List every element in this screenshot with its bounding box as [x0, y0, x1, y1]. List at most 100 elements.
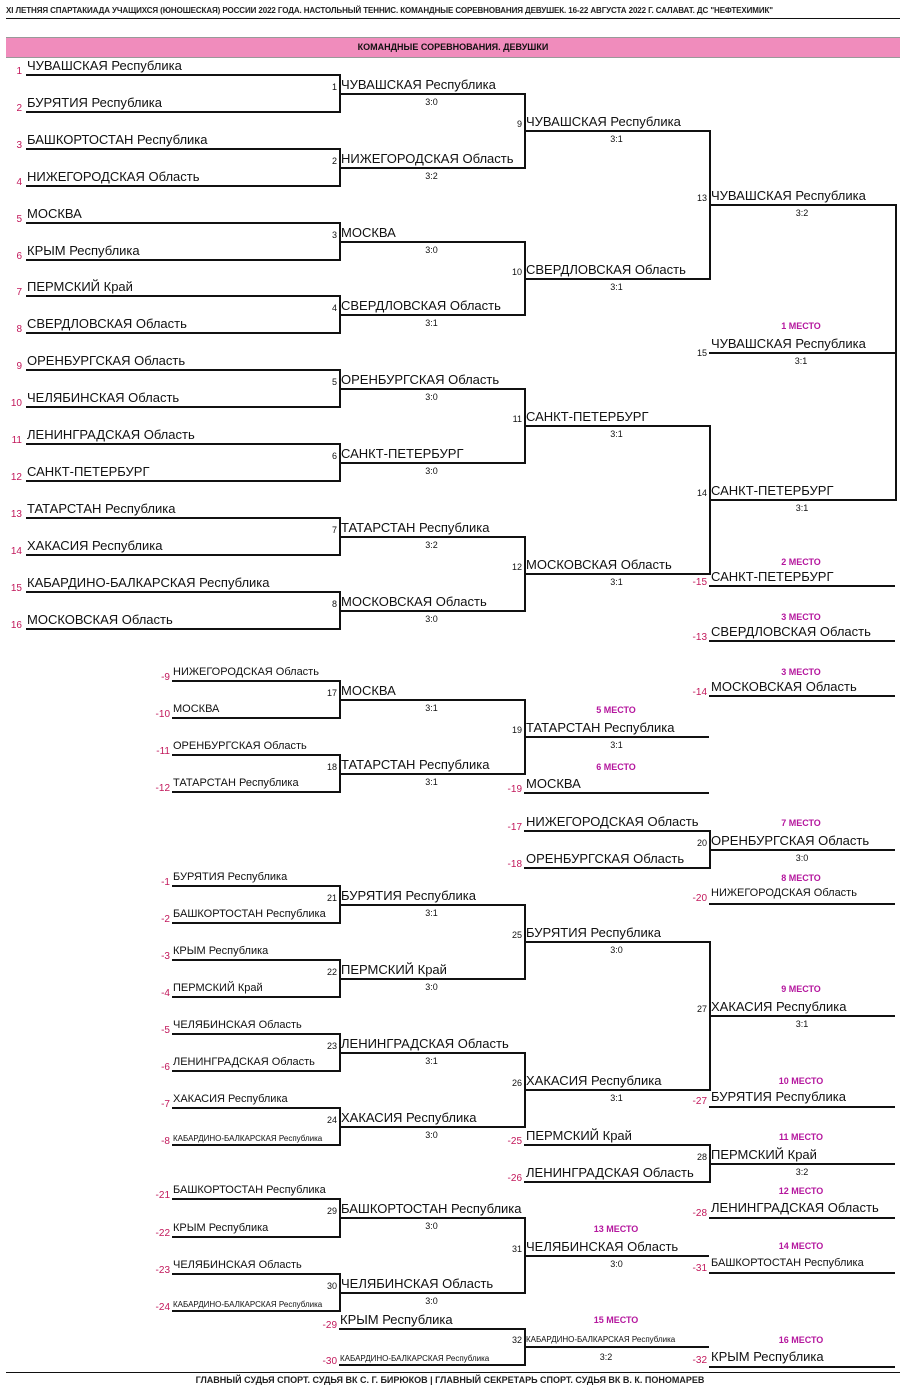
b916-final-match-no: 27 [696, 1004, 707, 1014]
r2-11-out-line [524, 425, 709, 427]
section-title: КОМАНДНЫЕ СОРЕВНОВАНИЯ. ДЕВУШКИ [357, 42, 549, 52]
place-9-label: 9 МЕСТО [781, 984, 821, 994]
r3-13-out-line [709, 204, 895, 206]
b916-r2-25-match-no: 25 [511, 930, 522, 940]
b916-ref: -6 [161, 1062, 170, 1073]
seed-number: 12 [10, 472, 22, 483]
r1-1-match-no: 1 [331, 82, 337, 92]
r3-14-match-no: 14 [696, 488, 707, 498]
place-line [709, 695, 895, 697]
b916-r1-24-winner: ХАКАСИЯ Республика [341, 1110, 477, 1125]
seed-team: КАБАРДИНО-БАЛКАРСКАЯ Республика [27, 575, 270, 590]
b1112-line [524, 1181, 709, 1183]
b916-r1-24-out-line [339, 1126, 524, 1128]
place-team: САНКТ-ПЕТЕРБУРГ [711, 569, 834, 584]
seed-number: 14 [10, 546, 22, 557]
b1516-line [339, 1364, 524, 1366]
b1316-final-winner: ЧЕЛЯБИНСКАЯ Область [526, 1239, 679, 1254]
b58-team: НИЖЕГОРОДСКАЯ Область [173, 666, 319, 678]
r1-7-winner: ТАТАРСТАН Республика [341, 520, 490, 535]
b916-r1-21-winner: БУРЯТИЯ Республика [341, 888, 476, 903]
place-label-3: 3 МЕСТО [781, 612, 821, 622]
seed-team: ПЕРМСКИЙ Край [27, 279, 133, 294]
place-line [709, 585, 895, 587]
seed-team: ОРЕНБУРГСКАЯ Область [27, 353, 186, 368]
r1-4-winner: СВЕРДЛОВСКАЯ Область [341, 298, 501, 313]
b58-line [172, 680, 339, 682]
r2-11-winner: САНКТ-ПЕТЕРБУРГ [526, 409, 649, 424]
b916-r1-21-match-no: 21 [326, 893, 337, 903]
b78-loser-team: НИЖЕГОРОДСКАЯ Область [711, 887, 857, 899]
b78-line [524, 830, 709, 832]
b916-r1-22-match-no: 22 [326, 967, 337, 977]
b916-r2-25-out-line [524, 941, 709, 943]
r3-13-match-no: 13 [696, 193, 707, 203]
b58-s2-score: 3:1 [425, 777, 438, 787]
b1516-ref: -29 [322, 1320, 337, 1331]
b916-loser-ref: -27 [692, 1096, 707, 1107]
seed-line [26, 111, 339, 113]
b1516-loser-team: КРЫМ Республика [711, 1349, 824, 1364]
r2-10-out-line [524, 278, 709, 280]
b1316-team: БАШКОРТОСТАН Республика [173, 1184, 326, 1196]
b916-r1-22-score: 3:0 [425, 982, 438, 992]
b1316-line [172, 1198, 339, 1200]
r1-2-match-no: 2 [331, 156, 337, 166]
b1516-out-line [524, 1346, 709, 1348]
b916-r1-23-winner: ЛЕНИНГРАДСКАЯ Область [341, 1036, 509, 1051]
b916-team: КРЫМ Республика [173, 945, 269, 957]
b1516-match-no: 32 [511, 1335, 522, 1345]
b58-s1-winner: МОСКВА [341, 683, 396, 698]
b1316-loser-line [709, 1272, 895, 1274]
r1-5-match-no: 5 [331, 377, 337, 387]
r1-2-winner: НИЖЕГОРОДСКАЯ Область [341, 151, 514, 166]
b78-final-winner: ОРЕНБУРГСКАЯ Область [711, 833, 870, 848]
b1112-final-match-no: 28 [696, 1152, 707, 1162]
r2-10-score: 3:1 [610, 282, 623, 292]
b78-final-match-no: 20 [696, 838, 707, 848]
b58-s1-out-line [339, 699, 524, 701]
r1-4-score: 3:1 [425, 318, 438, 328]
seed-number: 3 [16, 140, 22, 151]
r2-12-match-no: 12 [511, 562, 522, 572]
b916-loser-team: БУРЯТИЯ Республика [711, 1089, 846, 1104]
final-vline [895, 204, 897, 501]
b58-final-winner: ТАТАРСТАН Республика [526, 720, 675, 735]
b1316-line [172, 1310, 339, 1312]
b1516-score: 3:2 [599, 1352, 613, 1362]
seed-team: МОСКВА [27, 206, 82, 221]
seed-line [26, 554, 339, 556]
b916-r1-23-score: 3:1 [425, 1056, 438, 1066]
r1-5-score: 3:0 [425, 392, 438, 402]
b1112-final-out-line [709, 1163, 895, 1165]
seed-team: СВЕРДЛОВСКАЯ Область [27, 316, 187, 331]
b916-ref: -3 [161, 951, 170, 962]
b1112-final-winner: ПЕРМСКИЙ Край [711, 1147, 817, 1162]
b1516-line [339, 1328, 524, 1330]
place-5-label: 5 МЕСТО [596, 705, 636, 715]
r3-13-winner: ЧУВАШСКАЯ Республика [711, 188, 866, 203]
place-6-label: 6 МЕСТО [596, 762, 636, 772]
seed-line [26, 259, 339, 261]
b1316-s1-out-line [339, 1217, 524, 1219]
seed-line [26, 628, 339, 630]
b58-final-match-no: 19 [511, 725, 522, 735]
b1316-line [172, 1236, 339, 1238]
place-7-label: 7 МЕСТО [781, 818, 821, 828]
b58-final-out-line [524, 736, 709, 738]
seed-line [26, 148, 339, 150]
b1516-loser-ref: -32 [692, 1355, 707, 1366]
b58-ref: -12 [155, 783, 170, 794]
b78-team: ОРЕНБУРГСКАЯ Область [526, 851, 685, 866]
r1-3-winner: МОСКВА [341, 225, 396, 240]
place-11-label: 11 МЕСТО [778, 1132, 824, 1142]
place-team: СВЕРДЛОВСКАЯ Область [711, 624, 871, 639]
seed-line [26, 406, 339, 408]
seed-team: БУРЯТИЯ Республика [27, 95, 162, 110]
b916-team: БАШКОРТОСТАН Республика [173, 908, 326, 920]
seed-team: МОСКОВСКАЯ Область [27, 612, 173, 627]
seed-number: 9 [16, 361, 22, 372]
b1516-ref: -30 [322, 1356, 337, 1367]
place-label-2: 2 МЕСТО [781, 557, 821, 567]
b916-r2-25-winner: БУРЯТИЯ Республика [526, 925, 661, 940]
